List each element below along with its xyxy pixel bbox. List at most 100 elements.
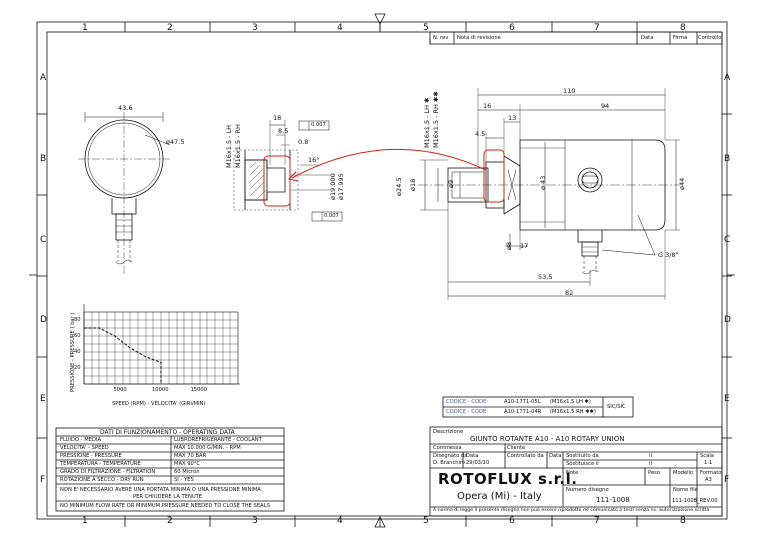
- operating-note-it-2: PER CHIUDERE LA TENUTE: [133, 494, 203, 500]
- grid-col-label-bottom-6: 6: [509, 516, 515, 526]
- grid-row-label-right-E: E: [724, 394, 730, 404]
- thread-lh-detail: M16x1.5 - LH: [225, 124, 233, 168]
- dim-53-5: 53.5: [538, 273, 553, 281]
- dim-24-5: ø24.5: [395, 177, 403, 196]
- dim-17-995: ø17.995: [337, 173, 345, 200]
- data-value: 29/03/10: [466, 460, 490, 466]
- operating-note-it-1: NON E' NECESSARIO AVERE UNA PORTATA MINI…: [60, 487, 261, 493]
- chart-y-tick-60: 60: [74, 333, 81, 339]
- operating-row-value: MAX 10.000 G/MIN. - RPM: [174, 445, 241, 451]
- controllato-label: Controllato da: [507, 453, 544, 459]
- operating-row-label: VELOCITA' - SPEED: [60, 445, 109, 451]
- grid-col-label-bottom-7: 7: [594, 516, 600, 526]
- nome-file-label: Nome file: [673, 487, 698, 493]
- grid-col-label-top-8: 8: [680, 23, 686, 33]
- pressure-speed-chart: [84, 327, 162, 384]
- dim-110: 110: [563, 87, 576, 95]
- grid-col-label-top-6: 6: [509, 23, 515, 33]
- chart-series-line-0: [84, 327, 162, 384]
- grid-col-label-bottom-1: 1: [82, 516, 88, 526]
- grid-row-label-right-F: F: [724, 475, 730, 485]
- operating-table-title: DATI DI FUNZIONAMENTO - OPERATING DATA: [100, 429, 235, 436]
- grid-row-label-right-C: C: [724, 235, 731, 245]
- grid-row-label-right-A: A: [724, 73, 731, 83]
- grid-row-label-left-D: D: [40, 315, 47, 325]
- sostituito-label: Sostituito da: [566, 453, 599, 459]
- cliente-label: Cliente: [507, 445, 526, 451]
- operating-row-label: ROTAZIONE A SECCO - DRY RUN: [60, 477, 144, 483]
- sostituisce-value: il: [649, 461, 652, 467]
- dim-43-6: 43.6: [118, 104, 133, 112]
- drawing-number: 111-1008: [596, 496, 630, 504]
- company-name: ROTOFLUX s.r.l.: [438, 470, 578, 488]
- grid-row-label-left-E: E: [40, 394, 46, 404]
- chart-x-tick-5000: 5000: [113, 387, 127, 393]
- operating-row-value: SI - YES: [174, 477, 194, 483]
- operating-row-value: MAX 70 BAR: [174, 453, 207, 459]
- dim-82: 82: [565, 289, 574, 297]
- grid-col-label-bottom-8: 8: [680, 516, 686, 526]
- dim-47-5: ø47.5: [166, 138, 185, 146]
- grid-col-label-bottom-2: 2: [167, 516, 173, 526]
- disegnato-label: Disegnato da: [433, 453, 468, 459]
- grid-col-label-top-4: 4: [337, 23, 343, 33]
- rev-header-control: Controllo: [698, 35, 722, 41]
- company-location: Opera (Mi) - Italy: [457, 491, 542, 502]
- dim-19: ø19.000: [329, 173, 337, 200]
- thread-rh-detail: M16x1.5 - RH: [234, 124, 242, 168]
- dim-16-angle: 16°: [308, 156, 320, 164]
- detail-callout-left: [263, 155, 291, 207]
- grid-col-label-top-5: 5: [423, 23, 429, 33]
- code-sic: SIC/SIC: [607, 404, 626, 410]
- grid-col-label-bottom-4: 4: [337, 516, 343, 526]
- dim-18-left: ø18: [409, 178, 417, 191]
- formato-value: A3: [705, 477, 712, 483]
- sostituito-value: il: [649, 453, 652, 459]
- operating-row-label: GRADO DI FILTRAZIONE - FILTRATION: [60, 469, 156, 475]
- code-value-2: A10-1771-04R: [504, 409, 542, 415]
- grid-row-label-right-D: D: [724, 315, 731, 325]
- tolerance-perpendicularity: 0.007: [311, 122, 326, 128]
- dim-44: ø44: [678, 177, 686, 190]
- operating-row-value: MAX 90°C: [174, 461, 201, 467]
- chart-y-tick-80: 80: [74, 317, 81, 323]
- dim-13: 13: [508, 114, 517, 122]
- numero-label: Numero disegno: [566, 487, 609, 493]
- operating-note-en: NO MINIMUM FLOW RATE OR MINIMUM PRESSURE…: [60, 503, 270, 509]
- code-thread-1: (M16x1.5 LH ✱): [550, 399, 591, 405]
- dim-9: ø9: [447, 179, 455, 188]
- dim-18-top: 18: [273, 114, 282, 122]
- grid-col-label-bottom-5: 5: [423, 516, 429, 526]
- disegnato-value: D. Branchini: [433, 460, 465, 466]
- grid-col-label-top-1: 1: [82, 23, 88, 33]
- code-label-1: CODICE - CODE:: [446, 399, 489, 405]
- inner-frame: [46, 31, 723, 517]
- thread-g38: G 3/8": [658, 251, 679, 259]
- commessa-label: Commessa: [433, 445, 462, 451]
- rev-header-signature: Firma: [673, 35, 688, 41]
- chart-x-tick-10000: 10000: [152, 387, 169, 393]
- dim-4-5: 4.5: [475, 130, 486, 138]
- nome-file-value: 111-1008_REV.00: [672, 498, 718, 504]
- code-label-2: CODICE - CODE:: [446, 409, 489, 415]
- grid-col-label-bottom-3: 3: [252, 516, 258, 526]
- dim-16: 16: [483, 102, 492, 110]
- descrizione-label: Descrizione: [433, 429, 464, 435]
- scala-label: Scala: [700, 453, 714, 459]
- dim-8-5: 8.5: [278, 127, 289, 135]
- chart-y-tick-40: 40: [74, 349, 81, 355]
- operating-row-label: FLUIDO - MEDIA: [60, 437, 102, 443]
- operating-row-label: PRESSIONE - PRESSURE: [60, 453, 122, 459]
- code-thread-2: (M16x1.5 RH ✱✱): [550, 409, 596, 415]
- grid-row-label-right-B: B: [724, 154, 731, 164]
- grid-row-label-left-A: A: [40, 73, 47, 83]
- chart-x-axis-label: SPEED (RPM) - VELOCITA' (GIRI/MIN): [112, 401, 206, 407]
- dim-17: 17: [520, 242, 529, 250]
- operating-row-label: TEMPERATURA - TEMPERATURE: [60, 461, 141, 467]
- sostituisce-label: Sostituisce il: [566, 461, 599, 467]
- scala-value: 1:1: [704, 460, 713, 466]
- rev-header-note: Nota di revisione: [457, 35, 501, 41]
- grid-row-label-left-B: B: [40, 154, 47, 164]
